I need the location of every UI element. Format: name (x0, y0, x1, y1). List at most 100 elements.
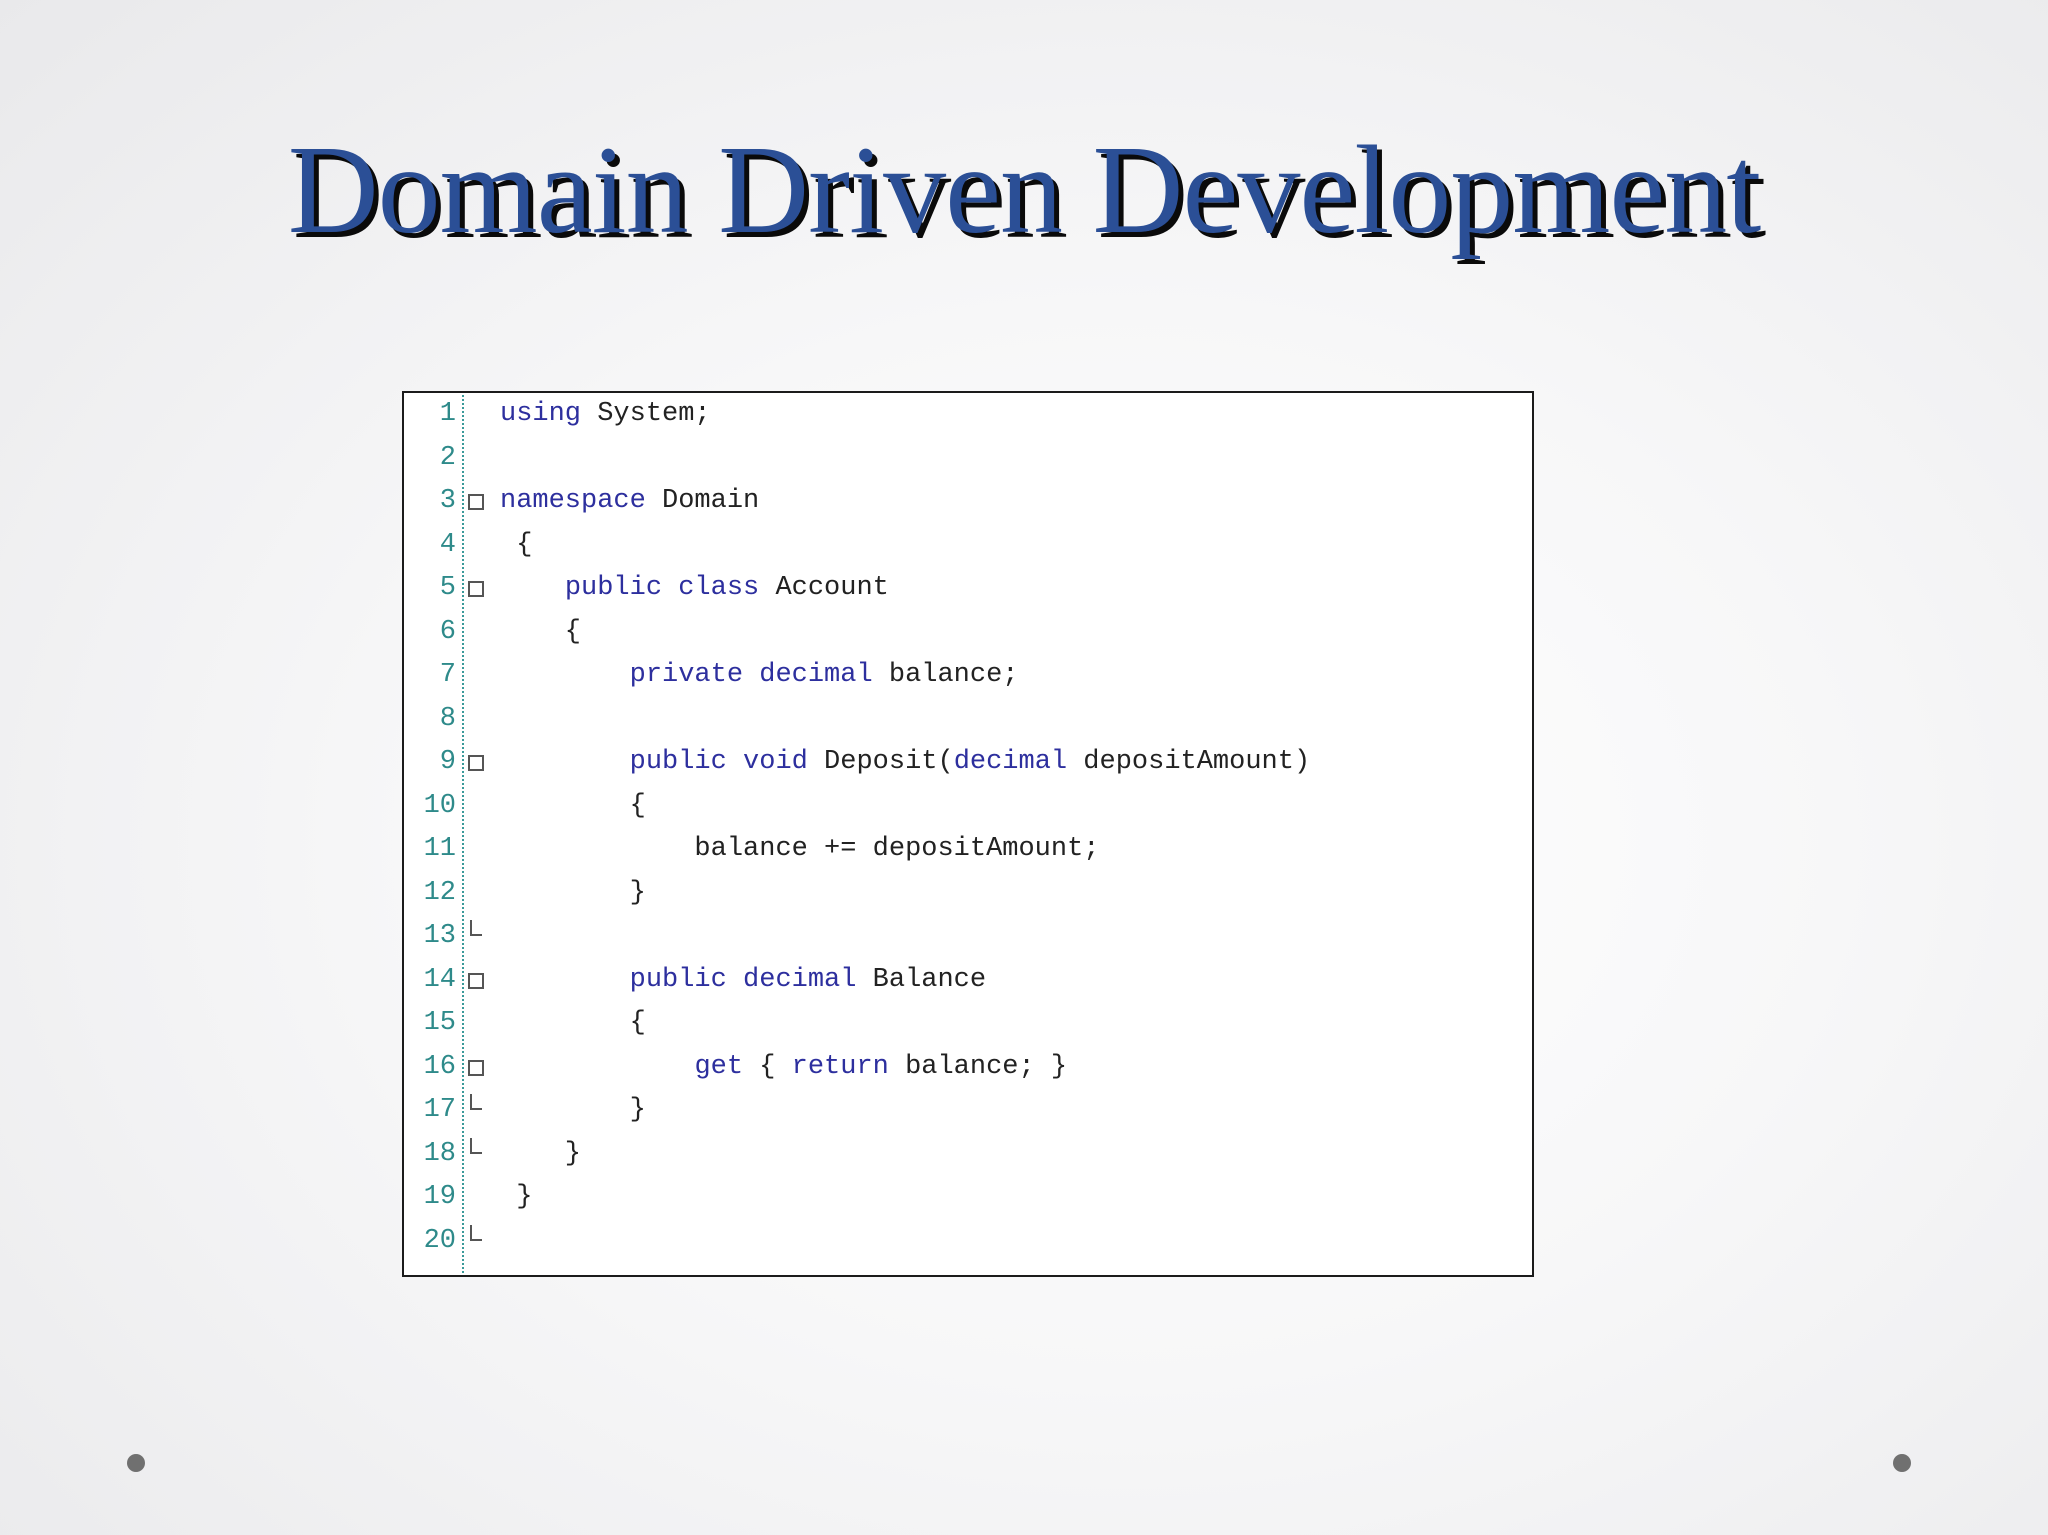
code-line: 3 namespace Domain (404, 481, 1532, 521)
fold-toggle-icon[interactable] (468, 1059, 484, 1076)
line-number: 3 (439, 486, 456, 516)
line-number: 19 (423, 1182, 456, 1212)
line-number: 1 (439, 399, 456, 429)
line-number: 13 (423, 921, 456, 951)
code-keyword: get (694, 1051, 744, 1082)
line-number: 5 (439, 573, 456, 603)
line-number: 14 (423, 964, 456, 995)
line-number: 2 (439, 442, 456, 473)
bullet-dot-left (127, 1454, 145, 1472)
code-text: private decimal balance; (500, 655, 1019, 695)
code-line: 12 } (404, 873, 1532, 913)
code-keyword: decimal (953, 747, 1068, 777)
code-keyword: namespace (500, 486, 646, 516)
line-number: 6 (439, 616, 456, 647)
code-text: namespace Domain (500, 481, 759, 521)
code-keyword: private decimal (629, 660, 873, 690)
code-line: 6 { (404, 612, 1532, 652)
code-token: } (500, 1095, 646, 1125)
line-number: 20 (423, 1225, 456, 1256)
code-token: } (500, 1182, 533, 1212)
code-token: Deposit( (807, 747, 954, 777)
code-line: 5 public class Account (404, 568, 1532, 608)
code-keyword: using (500, 399, 582, 429)
code-text: { (500, 1003, 646, 1043)
code-token (500, 965, 630, 995)
code-token: System; (581, 399, 711, 429)
code-token: { (743, 1051, 792, 1082)
code-token: } (500, 1138, 582, 1169)
line-number: 17 (423, 1095, 456, 1125)
code-text: } (500, 1090, 646, 1130)
code-line: 15 { (404, 1003, 1532, 1043)
code-line: 8 (404, 699, 1532, 739)
fold-toggle-icon[interactable] (468, 581, 484, 597)
line-number: 8 (439, 703, 456, 734)
code-text: balance += depositAmount; (500, 829, 1100, 869)
code-line: 19 } (404, 1177, 1532, 1217)
code-line: 13 (404, 916, 1532, 956)
fold-toggle-icon[interactable] (468, 494, 484, 510)
code-text: get { return balance; } (500, 1047, 1067, 1087)
line-number: 9 (439, 747, 456, 777)
code-keyword: public class (564, 573, 760, 603)
code-text: } (500, 873, 646, 913)
code-line: 14 public decimal Balance (404, 960, 1532, 1000)
code-text: public void Deposit(decimal depositAmoun… (500, 742, 1311, 782)
line-number: 12 (423, 877, 456, 908)
line-number: 7 (439, 660, 456, 690)
code-token: { (500, 1008, 646, 1038)
code-text: { (500, 786, 646, 826)
gutter-divider (462, 395, 464, 1273)
code-line: 17 } (404, 1090, 1532, 1130)
code-text: { (500, 525, 532, 565)
code-line: 16 get { return balance; } (404, 1047, 1532, 1087)
code-text: { (500, 612, 581, 652)
line-number: 16 (423, 1051, 456, 1082)
code-keyword: public decimal (629, 964, 857, 995)
fold-toggle-icon[interactable] (468, 972, 484, 989)
fold-end-icon (470, 1137, 482, 1154)
code-line: 1 using System; (404, 394, 1532, 434)
code-token: balance; (872, 660, 1019, 690)
code-keyword: public void (629, 747, 808, 777)
code-token (500, 573, 565, 603)
line-number: 10 (423, 790, 456, 821)
code-line: 7 private decimal balance; (404, 655, 1532, 695)
code-token: Account (759, 573, 889, 603)
code-text: public class Account (500, 568, 889, 608)
code-token: depositAmount) (1067, 747, 1311, 777)
line-number: 11 (423, 834, 456, 864)
code-token: { (500, 616, 582, 647)
slide-title: Domain Driven Development (287, 121, 1762, 260)
fold-end-icon (470, 1094, 482, 1110)
code-line: 2 (404, 438, 1532, 478)
fold-toggle-icon[interactable] (468, 755, 484, 771)
code-line: 18 } (404, 1134, 1532, 1174)
code-token: Balance (856, 964, 987, 995)
fold-end-icon (470, 1224, 482, 1241)
code-token: { (500, 529, 533, 560)
code-token: balance; } (888, 1051, 1068, 1082)
line-number: 15 (423, 1008, 456, 1038)
line-number: 18 (423, 1138, 456, 1169)
code-keyword: return (791, 1051, 889, 1082)
code-text: } (500, 1134, 581, 1174)
code-token: Domain (645, 486, 760, 516)
fold-end-icon (470, 920, 482, 936)
code-line: 9 public void Deposit(decimal depositAmo… (404, 742, 1532, 782)
code-text: } (500, 1177, 532, 1217)
code-token (500, 1052, 694, 1082)
bullet-dot-right (1893, 1454, 1911, 1472)
code-token (500, 660, 630, 690)
line-number: 4 (439, 529, 456, 560)
code-token: { (500, 790, 646, 821)
code-line: 20 (404, 1221, 1532, 1261)
code-token (500, 747, 630, 777)
code-line: 4 { (404, 525, 1532, 565)
code-token: } (500, 877, 646, 908)
code-line: 11 balance += depositAmount; (404, 829, 1532, 869)
code-text: using System; (500, 394, 711, 434)
code-token: balance += depositAmount; (500, 834, 1100, 864)
